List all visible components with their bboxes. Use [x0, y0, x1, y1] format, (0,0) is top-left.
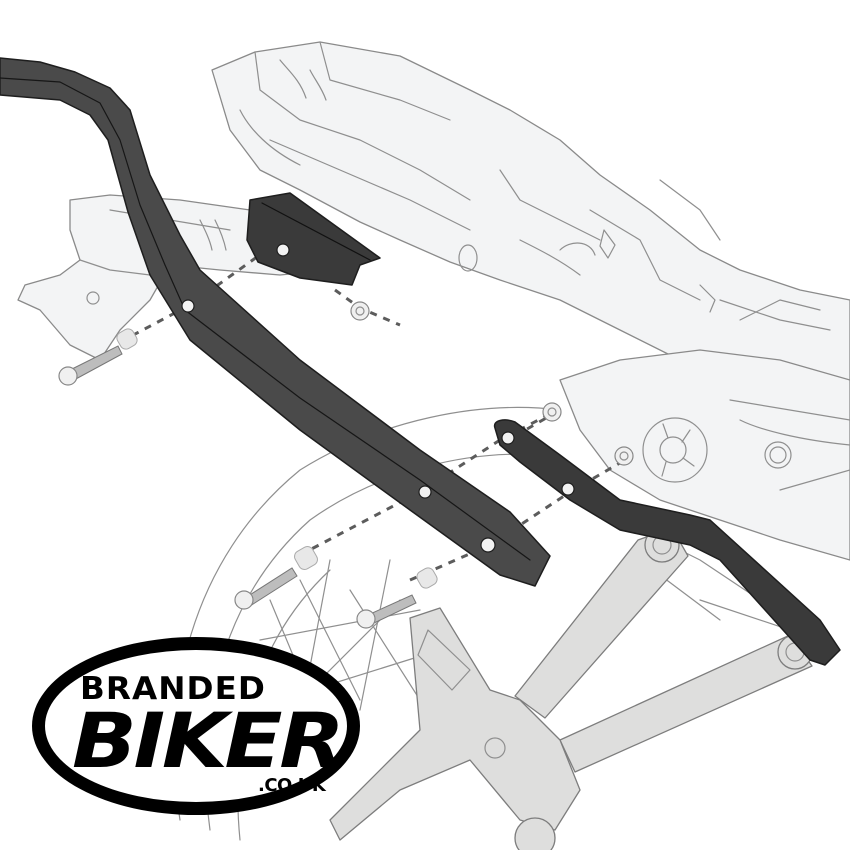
- lower-rear-bracket: [493, 419, 841, 666]
- logo-text-domain: .CO.UK: [258, 775, 326, 796]
- footpeg-hanger: [329, 527, 813, 850]
- logo-text-biker: BIKER: [72, 696, 345, 785]
- brand-logo: BRANDED BIKER .CO.UK: [32, 637, 360, 815]
- tail-section-outline: [211, 41, 850, 421]
- pannier-frame-bar: [0, 57, 551, 587]
- hardware: [58, 301, 634, 629]
- logo-text-branded: BRANDED: [80, 671, 266, 707]
- upper-mounting-plate: [246, 192, 381, 286]
